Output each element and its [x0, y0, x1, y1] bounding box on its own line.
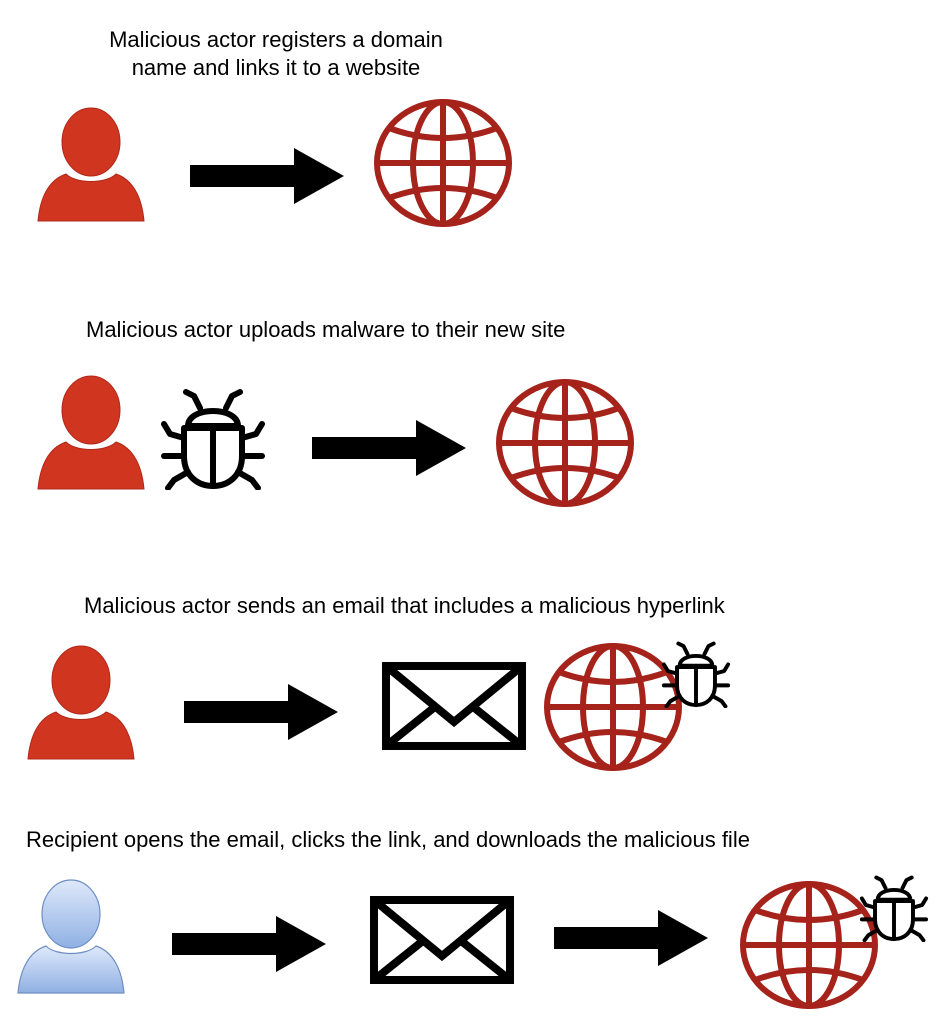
arrow-right-icon	[190, 148, 344, 204]
attacker-person-icon	[27, 645, 135, 760]
bug-icon	[859, 875, 929, 942]
attacker-person-icon	[37, 107, 145, 222]
globe-icon	[372, 98, 514, 228]
step-4-caption: Recipient opens the email, clicks the li…	[26, 827, 750, 852]
step-1-caption-line-1: Malicious actor registers a domain	[109, 27, 443, 52]
arrow-right-icon	[172, 916, 326, 972]
step-1-caption: Malicious actor registers a domain name …	[86, 26, 466, 82]
globe-icon	[494, 376, 636, 510]
arrow-right-icon	[554, 910, 708, 966]
arrow-right-icon	[184, 684, 338, 740]
bug-icon	[661, 641, 731, 708]
envelope-icon	[380, 660, 528, 752]
bug-icon	[158, 378, 268, 490]
recipient-person-icon	[17, 879, 125, 994]
arrow-right-icon	[312, 420, 466, 476]
envelope-icon	[368, 894, 516, 986]
step-3-caption: Malicious actor sends an email that incl…	[84, 593, 725, 618]
attacker-person-icon	[37, 375, 145, 490]
step-2-caption: Malicious actor uploads malware to their…	[86, 317, 566, 342]
step-1-caption-line-2: name and links it to a website	[131, 55, 421, 80]
